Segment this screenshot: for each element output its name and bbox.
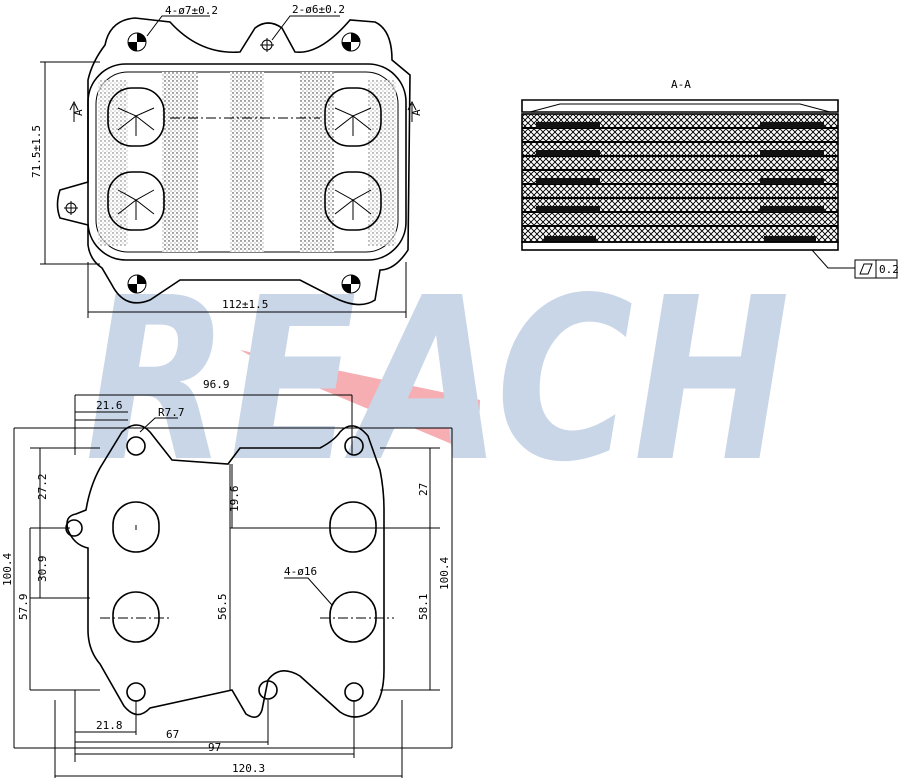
dim-bottom-67: 67 xyxy=(166,728,179,741)
dim-small-holes: 2-ø6±0.2 xyxy=(292,3,345,16)
top-view-band-2 xyxy=(230,72,264,252)
gasket-port-tr xyxy=(329,501,377,553)
gasket-extension-lines xyxy=(13,395,453,778)
mount-hole-tl xyxy=(127,32,147,52)
dim-left-height-2: 57.9 xyxy=(17,594,30,621)
dim-bottom-left: 21.8 xyxy=(96,719,123,732)
dim-bottom-97: 97 xyxy=(208,741,221,754)
dim-total-width: 120.3 xyxy=(232,762,265,775)
dim-total-height-left: 100.4 xyxy=(1,553,14,586)
mount-hole-tr xyxy=(341,32,361,52)
dim-radius: R7.7 xyxy=(158,406,185,419)
gasket-port-br xyxy=(329,591,377,643)
watermark-text: REACH xyxy=(85,250,790,512)
section-base-plate xyxy=(521,241,839,251)
leader-large-holes xyxy=(146,15,210,37)
gasket-view: 96.9 21.6 R7.7 27.2 19.6 27 30.9 4-ø16 1… xyxy=(1,378,453,778)
top-view-band-right xyxy=(368,80,396,246)
top-view-core-outline xyxy=(87,63,407,261)
top-view-port-br xyxy=(324,171,382,231)
section-title: A-A xyxy=(671,78,691,91)
dim-left-offset: 21.6 xyxy=(96,399,123,412)
top-view: 4-ø7±0.2 2-ø6±0.2 71.5±1.5 112±1.5 A A xyxy=(30,3,423,318)
section-arrow-right xyxy=(407,100,417,122)
flatness-value: 0.2 xyxy=(879,263,899,276)
dim-center-height-2: 56.5 xyxy=(216,594,229,621)
dim-center-height: 19.6 xyxy=(228,486,241,513)
small-hole-top xyxy=(260,38,274,52)
top-view-band-left xyxy=(98,80,128,246)
top-view-port-bl xyxy=(107,171,165,231)
flatness-icon xyxy=(859,263,873,275)
section-arrow-left xyxy=(69,100,79,122)
gasket-port-tl xyxy=(112,501,160,553)
dim-height: 71.5±1.5 xyxy=(30,125,43,178)
dim-left-height-1: 27.2 xyxy=(36,474,49,501)
top-view-band-1 xyxy=(162,72,198,252)
section-ports xyxy=(536,122,824,242)
watermark-accent-shape xyxy=(240,350,480,455)
leader-small-holes xyxy=(271,15,340,41)
small-hole-left xyxy=(64,201,78,215)
mount-hole-br xyxy=(341,274,361,294)
dim-width: 112±1.5 xyxy=(222,298,268,311)
top-view-port-tl xyxy=(107,87,165,147)
flatness-leader xyxy=(811,249,855,269)
gasket-port-bl xyxy=(112,591,160,643)
dim-total-height-right: 100.4 xyxy=(438,557,451,590)
dim-left-spacing: 30.9 xyxy=(36,556,49,583)
mount-hole-bl xyxy=(127,274,147,294)
section-mark-left: A xyxy=(72,109,85,116)
watermark: REACH xyxy=(85,250,790,512)
gasket-centerlines xyxy=(100,525,394,619)
dim-large-holes: 4-ø7±0.2 xyxy=(165,4,218,17)
top-view-flange-outline xyxy=(56,17,411,306)
dim-top-width: 96.9 xyxy=(203,378,230,391)
dim-port-holes: 4-ø16 xyxy=(284,565,317,578)
section-view: A-A 0.2 xyxy=(521,78,899,279)
gasket-dimension-lines xyxy=(29,394,431,777)
dim-right-height-1: 27 xyxy=(417,483,430,496)
top-view-band-3 xyxy=(300,72,334,252)
section-top-plate xyxy=(521,99,839,113)
gasket-outline xyxy=(66,424,385,718)
top-view-port-tr xyxy=(324,87,382,147)
section-mark-right: A xyxy=(410,109,423,116)
dim-right-height-2: 58.1 xyxy=(417,594,430,621)
